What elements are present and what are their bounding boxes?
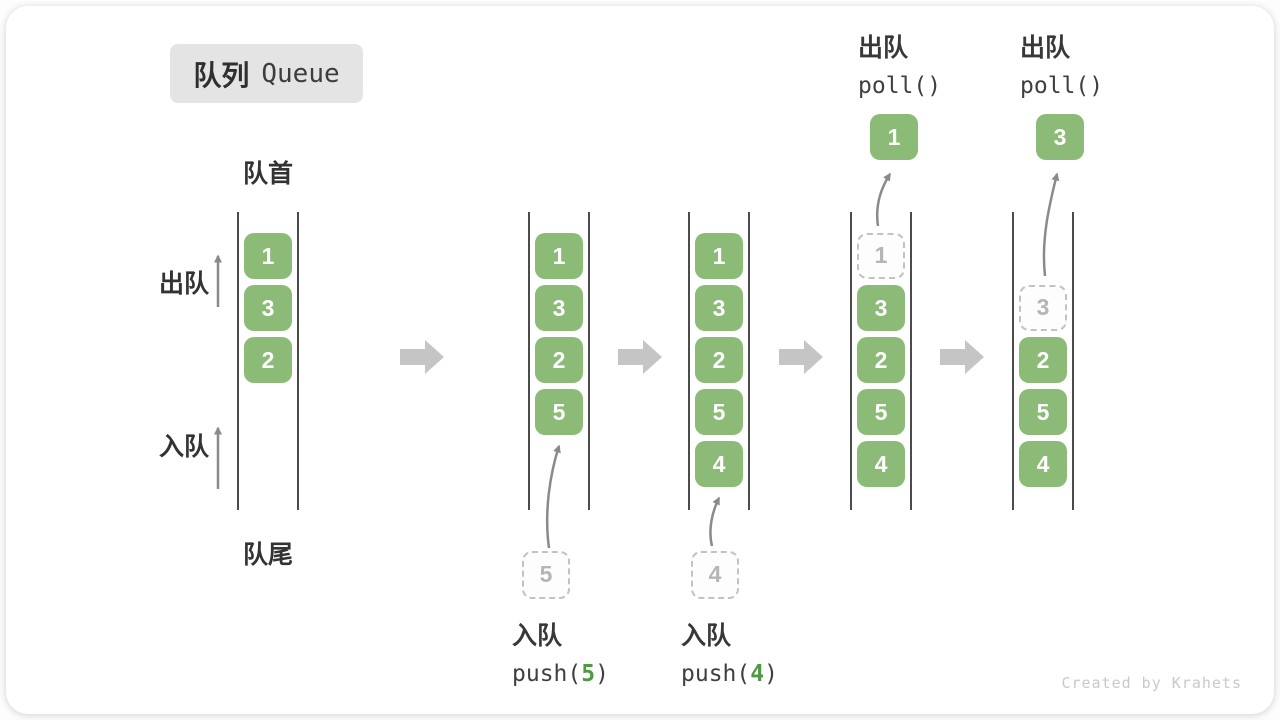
- incoming-cell: 4: [691, 551, 739, 599]
- queue-cell: 3: [857, 285, 905, 331]
- op-code-arg: 4: [750, 661, 765, 687]
- queue-cell: 5: [1019, 389, 1067, 435]
- op-code: poll(): [858, 73, 942, 99]
- queue-cell: 4: [695, 441, 743, 487]
- queue-cell: 2: [695, 337, 743, 383]
- queue-cell: 4: [1019, 441, 1067, 487]
- queue-cell: 1: [535, 233, 583, 279]
- queue-cell: 5: [535, 389, 583, 435]
- queue-cell: 5: [695, 389, 743, 435]
- queue-cell: 3: [244, 285, 292, 331]
- op-code: push(5): [512, 661, 609, 687]
- op-label: 入队: [681, 622, 732, 650]
- label-enqueue: 入队: [158, 433, 209, 461]
- label-dequeue: 出队: [158, 270, 209, 298]
- op-code-arg: 5: [581, 661, 596, 687]
- op-label: 出队: [858, 34, 909, 62]
- queue-state-5: 3 2 5 4: [1012, 212, 1074, 510]
- op-code-post: ): [764, 661, 778, 687]
- op-label: 出队: [1020, 34, 1071, 62]
- queue-state-1: 1 3 2: [237, 212, 299, 510]
- queue-cell: 1: [695, 233, 743, 279]
- op-code-post: ): [595, 661, 609, 687]
- label-queue-front: 队首: [242, 160, 293, 188]
- popped-cell: 3: [1036, 114, 1084, 160]
- op-poll-1: 出队 poll(): [858, 28, 941, 99]
- incoming-cell: 5: [522, 551, 570, 599]
- queue-state-3: 1 3 2 5 4: [688, 212, 750, 510]
- queue-cell: 3: [695, 285, 743, 331]
- queue-cell: 2: [857, 337, 905, 383]
- op-code: poll(): [1020, 73, 1104, 99]
- queue-cell-removed: 3: [1019, 285, 1067, 331]
- label-queue-rear: 队尾: [242, 541, 293, 569]
- op-code: push(4): [681, 661, 778, 687]
- queue-cell: 1: [244, 233, 292, 279]
- queue-cell: 2: [1019, 337, 1067, 383]
- op-push-4: 入队 push(4): [681, 616, 778, 687]
- popped-cell: 1: [870, 114, 918, 160]
- title-en: Queue: [261, 58, 340, 89]
- queue-state-4: 1 3 2 5 4: [850, 212, 912, 510]
- op-label: 入队: [512, 622, 563, 650]
- queue-cell: 3: [535, 285, 583, 331]
- queue-cell: 5: [857, 389, 905, 435]
- op-code-pre: push(: [681, 661, 751, 687]
- queue-state-2: 1 3 2 5: [528, 212, 590, 510]
- op-code-pre: push(: [512, 661, 582, 687]
- watermark-credit: Created by Krahets: [1061, 674, 1242, 692]
- queue-cell: 2: [244, 337, 292, 383]
- op-push-5: 入队 push(5): [512, 616, 609, 687]
- op-poll-3: 出队 poll(): [1020, 28, 1103, 99]
- queue-cell: 2: [535, 337, 583, 383]
- title-badge: 队列 Queue: [170, 44, 363, 103]
- queue-cell: 4: [857, 441, 905, 487]
- diagram-card: [6, 6, 1274, 714]
- queue-cell-removed: 1: [857, 233, 905, 279]
- title-zh: 队列: [193, 59, 250, 91]
